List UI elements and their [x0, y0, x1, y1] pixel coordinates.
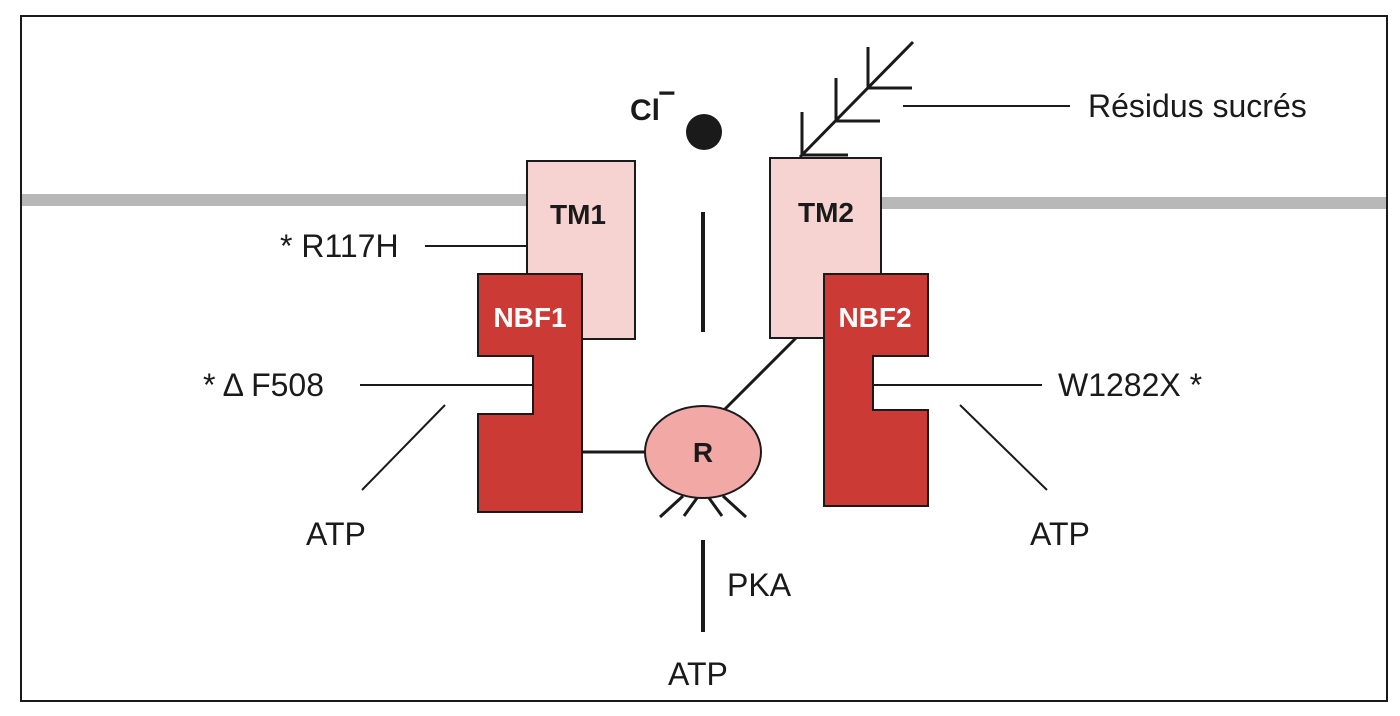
mutation-r117h-label: * R117H	[280, 228, 399, 264]
membrane-band-left	[22, 194, 527, 206]
nbf2-label: NBF2	[838, 302, 911, 333]
mutation-w1282x-label: W1282X *	[1058, 367, 1202, 403]
sugars-label: Résidus sucrés	[1088, 88, 1307, 124]
r-domain	[644, 405, 762, 499]
chloride-charge: −	[658, 77, 676, 110]
chloride-label: Cl	[630, 94, 660, 127]
atp-bottom-label: ATP	[668, 656, 728, 692]
nbf1-domain	[477, 273, 583, 513]
pka-label: PKA	[727, 567, 792, 603]
nbf2-domain	[823, 273, 929, 507]
mutation-df508-label: * Δ F508	[203, 367, 324, 403]
sugar-residues-icon	[798, 40, 915, 159]
atp-left-label: ATP	[306, 516, 366, 552]
atp-right-label: ATP	[1030, 516, 1090, 552]
tm2-label: TM2	[798, 197, 854, 228]
tm2-r-connector	[722, 336, 798, 412]
nbf1-label: NBF1	[493, 302, 566, 333]
r-domain-label: R	[693, 437, 713, 468]
atp-right-leader-line	[959, 404, 1048, 491]
chloride-ion-icon	[686, 114, 722, 150]
phosphorylation-sites-icon	[658, 494, 748, 519]
membrane-band-right	[882, 197, 1386, 209]
atp-left-leader-line	[361, 404, 446, 491]
tm1-label: TM1	[550, 199, 606, 230]
